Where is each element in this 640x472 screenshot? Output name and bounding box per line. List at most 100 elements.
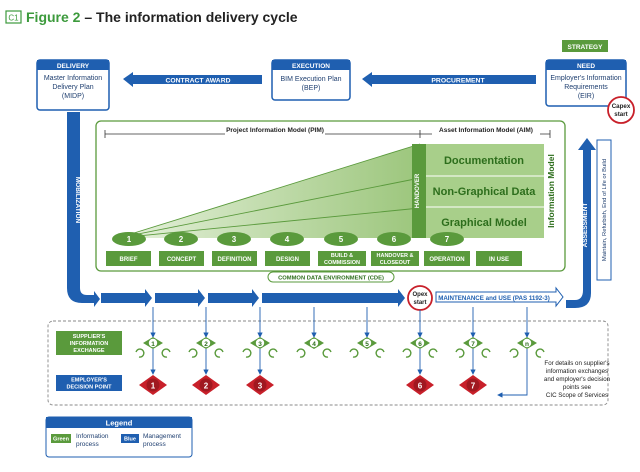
flow-arrow-3 [208, 289, 259, 307]
stage-number-6: 6 [392, 235, 397, 244]
stage-oval-6 [377, 232, 411, 246]
cycle-icon [268, 348, 278, 358]
supplier-point-3: 3 [250, 337, 270, 349]
supplier-point-7-number: 7 [471, 341, 475, 348]
figure-badge-text: C1 [8, 14, 19, 23]
handover-bar [412, 144, 426, 238]
supplier-point-6: 6 [410, 337, 430, 349]
figure-separator: – [80, 9, 96, 25]
execution-line-1: BIM Execution Plan [280, 76, 341, 83]
capex-start-marker: Capex start [607, 96, 635, 124]
contract-award-arrow: CONTRACT AWARD [123, 72, 262, 87]
cde-label: COMMON DATA ENVIRONMENT (CDE) [267, 271, 395, 283]
cycle-icon [375, 348, 385, 358]
delivery-box: DELIVERY Master Information Delivery Pla… [36, 59, 110, 111]
need-box: NEED Employer's Information Requirements… [545, 59, 627, 107]
need-line-2: Requirements [564, 84, 608, 91]
stage-number-2: 2 [179, 235, 184, 244]
decision-point-1-number: 1 [151, 382, 156, 391]
figure-badge [5, 10, 22, 24]
decision-point-3-number: 3 [258, 382, 263, 391]
layer-documentation: Documentation [444, 155, 524, 167]
stage-oval-4 [270, 232, 304, 246]
information-model-label: Information Model [546, 154, 556, 228]
maintenance-label: MAINTENANCE and USE (PAS 1192-3) [438, 295, 550, 302]
employer-label-2: DECISION POINT [67, 385, 113, 391]
stage-oval-7 [430, 232, 464, 246]
execution-header: EXECUTION [292, 63, 330, 70]
cycle-icon [214, 348, 224, 358]
supplier-label-2: INFORMATION [70, 341, 108, 347]
maintenance-arrow: MAINTENANCE and USE (PAS 1192-3) [435, 286, 564, 308]
delivery-line-1: Master Information [44, 75, 102, 82]
supplier-point-7: 7 [463, 337, 483, 349]
capex-line-1: Capex [612, 103, 631, 110]
cycle-icon [161, 348, 171, 358]
svg-text:Figure 2 – The information del: Figure 2 – The information delivery cycl… [26, 9, 298, 25]
scope-note-line-5: CIC Scope of Services [546, 392, 608, 399]
stage-box-operation [424, 251, 470, 266]
supplier-point-6-number: 6 [418, 341, 422, 348]
stage-number-5: 5 [339, 235, 344, 244]
stage-label-build-1: BUILD & [331, 253, 353, 259]
procurement-label: PROCUREMENT [431, 78, 485, 85]
stage-box-handover [371, 251, 419, 266]
decision-point-1: 1 [139, 375, 167, 395]
flow-arrows [101, 289, 405, 307]
stage-oval-1 [112, 232, 146, 246]
decision-point-6-number: 6 [418, 382, 423, 391]
cycle-icon [402, 348, 412, 358]
execution-line-2: (BEP) [302, 85, 321, 92]
contract-award-label: CONTRACT AWARD [165, 78, 230, 85]
decision-point-2: 2 [192, 375, 220, 395]
cycle-icon [322, 348, 332, 358]
supplier-point-1: 1 [143, 337, 163, 349]
stage-number-7: 7 [445, 235, 450, 244]
supplier-point-n-number: n [525, 341, 529, 348]
opex-start-marker: Opex start [407, 285, 433, 311]
supplier-point-3-number: 3 [258, 341, 262, 348]
delivery-line-2: Delivery Plan [52, 84, 93, 91]
stage-label-concept: CONCEPT [167, 257, 197, 263]
stage-number-1: 1 [127, 235, 132, 244]
legend-green-tag: Green [53, 437, 70, 443]
layer-graphical-model: Graphical Model [441, 217, 527, 229]
stage-label-handover-1: HANDOVER & [377, 253, 414, 259]
stage-row: 1 2 3 4 5 6 7 BRIEF CONCEPT DEFINITION D… [106, 232, 522, 266]
exchange-region: SUPPLIER'S INFORMATION EXCHANGE EMPLOYER… [47, 307, 611, 406]
stage-label-operation: OPERATION [429, 257, 464, 263]
decision-point-7-number: 7 [471, 382, 476, 391]
cycle-icon [428, 348, 438, 358]
cycle-icon [296, 348, 306, 358]
employer-decision-label [56, 375, 122, 391]
supplier-point-2: 2 [196, 337, 216, 349]
strategy-text: STRATEGY [568, 44, 604, 51]
stage-label-design: DESIGN [276, 257, 299, 263]
cycle-icon [135, 348, 145, 358]
strategy-badge: STRATEGY [562, 40, 608, 52]
stage-label-build-2: COMMISSION [324, 260, 360, 266]
cycle-icon [349, 348, 359, 358]
stage-label-definition: DEFINITION [218, 257, 252, 263]
stage-oval-5 [324, 232, 358, 246]
legend-green-line-2: process [76, 441, 100, 448]
assessment-arrow: ASSESSMENT [566, 138, 596, 308]
cycle-icon [242, 348, 252, 358]
legend-blue-tag: Blue [124, 437, 136, 443]
delivery-header: DELIVERY [57, 63, 90, 70]
opex-line-2: start [413, 300, 426, 306]
mobilization-arrow: MOBILIZATION [67, 112, 100, 307]
procurement-arrow: PROCUREMENT [362, 72, 536, 87]
exchange-cycle-icons [135, 348, 545, 358]
flow-arrow-1 [101, 289, 152, 307]
assessment-label: ASSESSMENT [582, 203, 589, 248]
assessment-note: Maintain, Refurbish, End of Life or Buil… [596, 139, 612, 281]
decision-point-2-number: 2 [204, 382, 209, 391]
supplier-label-1: SUPPLIER'S [73, 334, 106, 340]
scope-note: For details on supplier's information ex… [544, 360, 611, 399]
mobilization-label: MOBILIZATION [74, 177, 81, 224]
layer-non-graphical-data: Non-Graphical Data [433, 186, 537, 198]
scope-note-line-1: For details on supplier's [544, 360, 609, 367]
stage-label-brief: BRIEF [120, 257, 138, 263]
supplier-point-4: 4 [304, 337, 324, 349]
